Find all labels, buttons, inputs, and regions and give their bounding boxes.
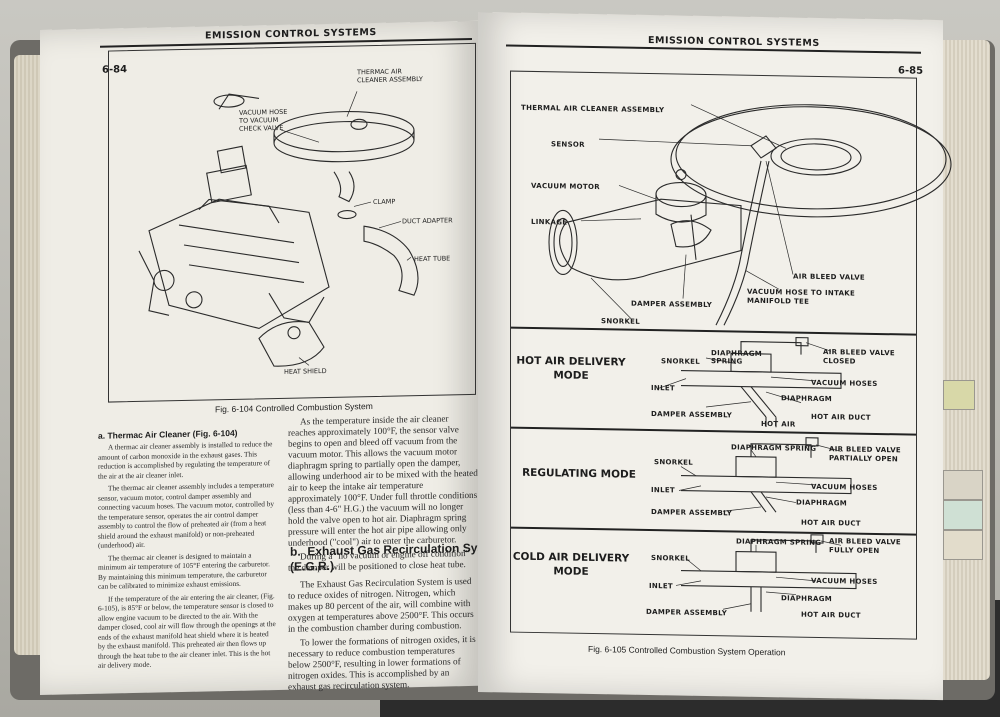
left-page-header: EMISSION CONTROL SYSTEMS [205, 26, 377, 42]
mode-panel-regulating: REGULATING MODE DIAPHRAGM SPRING AIR BLE… [511, 428, 916, 533]
label-duct-adapter: DUCT ADAPTER [402, 216, 453, 226]
paragraph: The thermac air cleaner assembly include… [98, 480, 275, 550]
label-snorkel: SNORKEL [601, 317, 641, 326]
figure-caption-6-104: Fig. 6-104 Controlled Combustion System [215, 401, 373, 415]
section-b-title: b. Exhaust Gas Recirculation System (E.G… [290, 540, 505, 574]
label-vacuum-hoses: VACUUM HOSES [811, 378, 878, 388]
label-diaphragm: DIAPHRAGM [781, 394, 833, 404]
label-vacuum-hoses: VACUUM HOSES [811, 482, 878, 492]
text-column-1: A thermac air cleaner assembly is instal… [98, 439, 276, 673]
paragraph: If the temperature of the air entering t… [98, 590, 276, 670]
label-damper-assembly: DAMPER ASSEMBLY [646, 607, 728, 618]
label-snorkel: SNORKEL [661, 357, 701, 366]
label-air-bleed-fully-open: AIR BLEED VALVE FULLY OPEN [829, 537, 902, 556]
paragraph: A thermac air cleaner assembly is instal… [98, 439, 273, 481]
label-diaphragm-spring: DIAPHRAGM SPRING [711, 349, 763, 366]
index-tab [943, 500, 983, 530]
figure-6-105: THERMAL AIR CLEANER ASSEMBLY SENSOR VACU… [510, 70, 952, 640]
right-page-number: 6-85 [898, 65, 924, 77]
label-clamp: CLAMP [373, 197, 396, 207]
mode-panel-cold-air: COLD AIR DELIVERY MODE DIAPHRAGM SPRING … [511, 528, 916, 639]
text-column-2b: The Exhaust Gas Recirculation System is … [288, 576, 478, 696]
label-thermac-air-cleaner: THERMAC AIR CLEANER ASSEMBLY [357, 67, 423, 85]
label-diaphragm-spring: DIAPHRAGM SPRING [731, 443, 817, 453]
index-tab [943, 380, 975, 410]
label-diaphragm: DIAPHRAGM [796, 498, 848, 508]
label-vacuum-hose-intake: VACUUM HOSE TO INTAKE MANIFOLD TEE [747, 287, 856, 306]
paragraph: As the temperature inside the air cleane… [288, 413, 478, 548]
label-vacuum-hose: VACUUM HOSE TO VACUUM CHECK VALVE [239, 107, 288, 133]
index-tab [943, 470, 983, 500]
paragraph: The thermac air cleaner is designed to m… [98, 550, 270, 591]
label-hot-air-duct: HOT AIR DUCT [801, 610, 861, 620]
label-air-bleed-partially-open: AIR BLEED VALVE PARTIALLY OPEN [829, 445, 902, 464]
mode-panel-hot-air: HOT AIR DELIVERY MODE DIAPHRAGM SPRING A… [511, 328, 916, 433]
paragraph: The Exhaust Gas Recirculation System is … [288, 575, 474, 634]
label-diaphragm: DIAPHRAGM [781, 594, 833, 604]
label-vacuum-motor: VACUUM MOTOR [531, 181, 600, 192]
index-tab [943, 530, 983, 560]
label-hot-air-duct: HOT AIR DUCT [801, 518, 861, 528]
paragraph: To lower the formations of nitrogen oxid… [288, 633, 476, 692]
right-page: EMISSION CONTROL SYSTEMS 6-85 [478, 12, 952, 701]
label-hot-air: HOT AIR [761, 419, 796, 429]
figure-6-104: THERMAC AIR CLEANER ASSEMBLY VACUUM HOSE… [108, 42, 476, 403]
label-air-bleed-valve: AIR BLEED VALVE [793, 272, 866, 282]
label-inlet: INLET [651, 384, 675, 393]
label-diaphragm-spring: DIAPHRAGM SPRING [736, 537, 822, 547]
label-damper-assembly: DAMPER ASSEMBLY [651, 508, 733, 518]
air-cleaner-illustration [548, 104, 952, 326]
label-vacuum-hoses: VACUUM HOSES [811, 576, 878, 586]
engine-illustration [138, 91, 419, 367]
label-snorkel: SNORKEL [651, 554, 691, 563]
section-a-title: a. Thermac Air Cleaner (Fig. 6-104) [98, 427, 238, 441]
regulating-diagram [678, 437, 852, 513]
label-sensor: SENSOR [551, 140, 585, 149]
label-hot-air-duct: HOT AIR DUCT [811, 412, 871, 422]
hot-air-diagram [658, 336, 842, 428]
cold-air-diagram [675, 534, 857, 612]
left-page: EMISSION CONTROL SYSTEMS 6-84 [40, 20, 505, 696]
page-edges-right [935, 40, 990, 680]
label-damper-assembly: DAMPER ASSEMBLY [631, 299, 713, 310]
label-damper-assembly: DAMPER ASSEMBLY [651, 410, 733, 420]
label-linkage: LINKAGE [531, 217, 568, 227]
figure-caption-6-105: Fig. 6-105 Controlled Combustion System … [588, 643, 786, 658]
label-air-bleed-closed: AIR BLEED VALVE CLOSED [823, 348, 896, 366]
label-snorkel: SNORKEL [654, 458, 694, 467]
label-inlet: INLET [649, 581, 673, 591]
label-heat-shield: HEAT SHIELD [284, 366, 327, 376]
label-heat-tube: HEAT TUBE [414, 254, 451, 264]
label-inlet: INLET [651, 486, 675, 495]
